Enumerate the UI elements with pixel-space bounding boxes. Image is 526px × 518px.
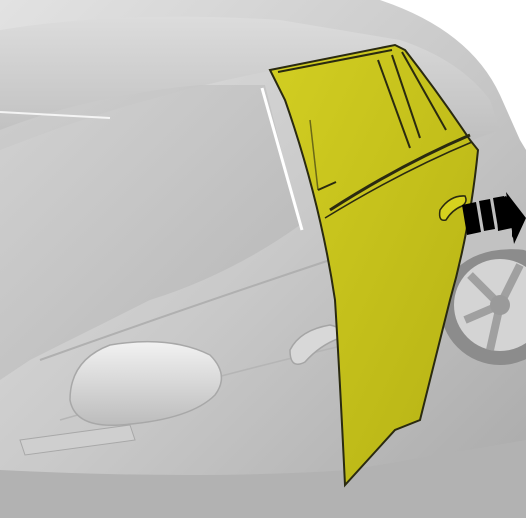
illustration-canvas [0,0,526,518]
car-illustration [0,0,526,518]
